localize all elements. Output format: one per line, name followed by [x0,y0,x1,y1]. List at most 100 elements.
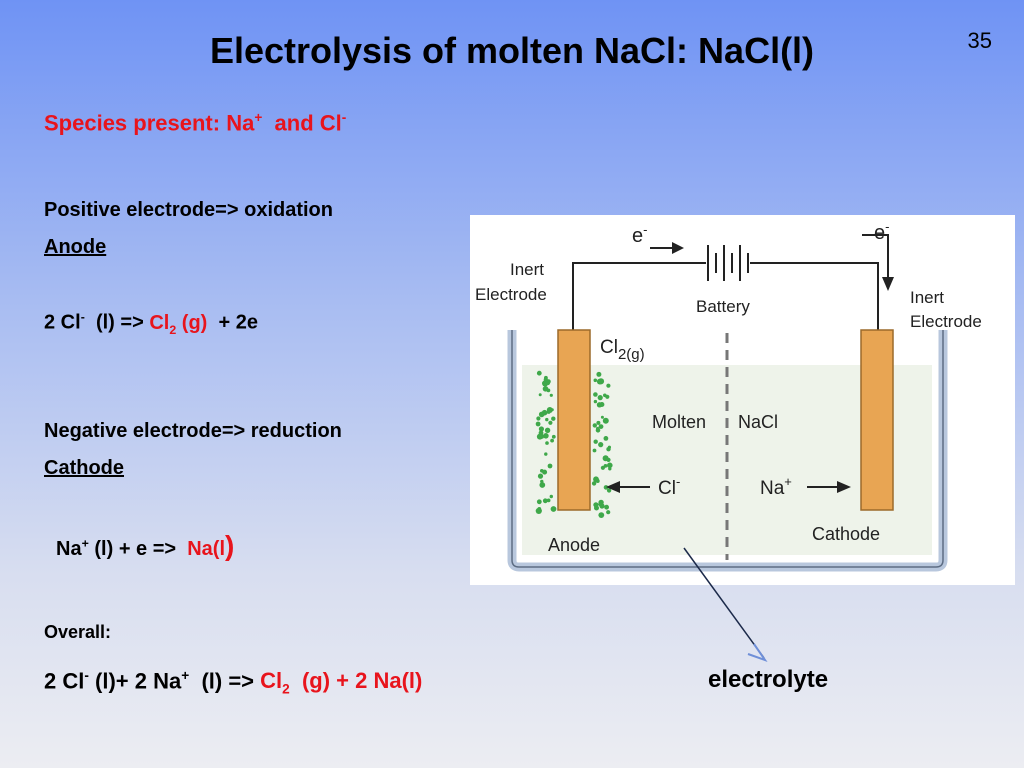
bubble [549,393,553,397]
bubble [603,436,609,441]
bubble [538,430,544,436]
bubble [551,434,556,439]
bubble [536,416,541,421]
bubble [598,442,604,448]
anode-eq-lhs-charge: - [80,310,85,324]
bubble [593,378,598,383]
bubble [598,512,605,518]
bubble [597,395,603,401]
species-line: Species present: Na+ and Cl- [44,110,346,136]
bubble [545,417,549,422]
anode-eq-lhs: 2 Cl [44,311,81,334]
molten-label: Molten [652,412,706,432]
overall-p1: 2 Cl [44,668,85,694]
overall-p2: (l)+ 2 Na [95,668,182,694]
overall-p2-charge: + [181,668,190,683]
anode-electrode [557,329,591,511]
bubble [536,370,542,376]
bubble [600,465,605,470]
electron-label-right: e- [874,219,889,244]
cathode-name: Cathode [44,457,124,479]
bubble [537,507,542,511]
bubble [592,423,597,428]
bubble [538,426,544,432]
anode-eq-product-symbol: Cl [149,311,170,334]
cathode-eq-product-text: Na(l [187,538,226,560]
anode-eq-state: (l) => [95,311,144,334]
bubble [538,411,545,418]
bubble [550,506,557,512]
bubble [538,393,542,397]
bubble [548,420,553,425]
overall-p5: (g) + 2 Na(l) [301,668,423,694]
bubble [605,394,610,399]
bubble [598,501,604,507]
anode-equation: 2 Cl- (l) => Cl2 (g) + 2e [44,310,258,337]
electrolyte-pointer-line [683,547,765,659]
chlorine-bubbles [535,370,613,518]
bubble [545,441,549,445]
nacl-label: NaCl [738,412,778,432]
bubble [542,498,548,504]
anode-heading: Positive electrode=> oxidation [44,199,333,221]
cl-ion-label: Cl- [658,474,680,499]
anode-eq-product: Cl2 (g) [149,311,208,337]
electrolysis-diagram-svg: e- e- Inert Electrode Battery Inert Elec… [475,219,982,572]
electrolysis-diagram: e- e- Inert Electrode Battery Inert Elec… [470,215,1015,585]
anode-label: Anode [548,535,600,555]
species-and: and Cl [274,110,342,136]
anode-eq-product-state: (g) [181,311,208,334]
bubble [546,498,551,503]
wire-right [750,262,879,330]
cathode-label: Cathode [812,524,880,544]
overall-products: Cl2 (g) + 2 Na(l) [260,668,423,696]
bubble [536,499,542,505]
inert-electrode-label-right-2: Electrode [910,312,982,331]
battery-label: Battery [696,297,750,316]
na-ion-label: Na+ [760,474,792,499]
bubble [593,392,598,397]
electron-label-left: e- [632,222,647,247]
bubble [539,482,546,488]
inert-electrode-label-left-2: Electrode [475,285,547,304]
bubble [597,372,601,376]
bubble [606,510,611,515]
bubble [607,462,613,469]
bubble [550,438,554,443]
bubble [608,467,612,471]
bubble [535,421,541,427]
bubble [550,408,554,412]
wire-left [572,262,706,330]
bubble [606,488,612,493]
bubble [592,448,597,453]
bubble [542,469,548,475]
cathode-equation: Na+ (l) + e => Na(l) [56,530,234,562]
battery-icon [707,245,749,281]
slide-title: Electrolysis of molten NaCl: NaCl(l) [209,30,815,71]
overall-p4-sub: 2 [282,681,290,697]
bubble [544,452,548,456]
bubble [542,386,549,392]
bubble [593,399,598,404]
bubble [602,455,609,462]
species-anion-charge: - [341,110,347,125]
bubble [598,424,604,429]
inert-electrode-label-right-1: Inert [910,288,944,307]
inert-electrode-label-left-1: Inert [510,260,544,279]
bubble [602,417,609,424]
cl2-gas-label: Cl2(g) [600,337,645,363]
bubble [551,416,556,421]
overall-p4: Cl [260,668,283,694]
bubble [547,463,553,469]
electrolyte-label: electrolyte [708,666,829,693]
cathode-eq-lhs-charge: + [81,536,89,551]
anode-name: Anode [44,236,107,258]
anode-eq-rhs: + 2e [218,311,258,334]
bubble [593,439,598,444]
cathode-electrode [860,329,894,511]
na-ion-arrowhead [837,481,851,493]
slide-number: 35 [967,28,992,53]
bubble [600,415,604,419]
cathode-eq-mid: (l) + e => [94,538,177,560]
